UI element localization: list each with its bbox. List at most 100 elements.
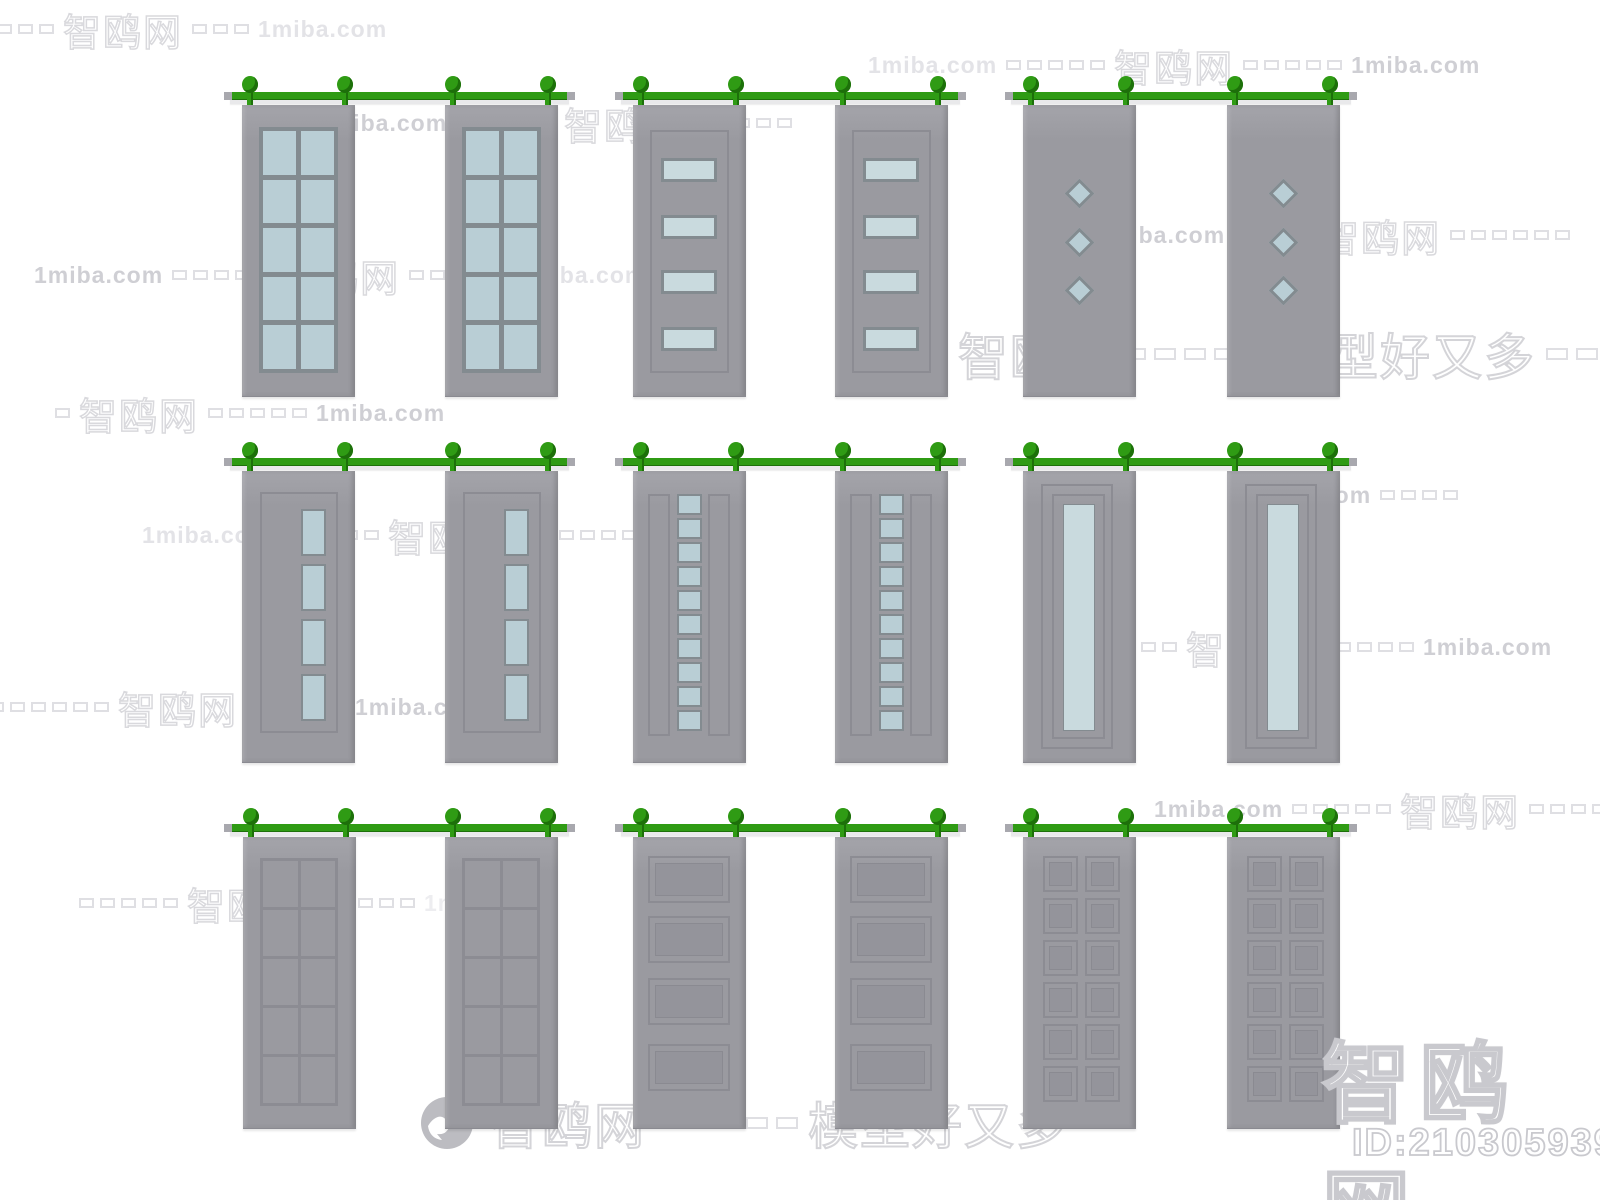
- panel-inner: [1091, 1030, 1114, 1054]
- glass-pane: [504, 228, 537, 272]
- recessed-side-panel: [708, 494, 730, 736]
- diamond-lite: [1064, 178, 1095, 209]
- recessed-square-panel: [1085, 982, 1120, 1018]
- panel-inner: [1049, 1030, 1072, 1054]
- glass-square-lite: [677, 542, 702, 563]
- panel-inner: [857, 985, 925, 1018]
- flat-panel: [465, 1008, 500, 1054]
- panel-inner: [655, 985, 723, 1018]
- glass-slot: [863, 270, 919, 294]
- recessed-outline: [1041, 484, 1113, 749]
- glass-vertical-lite: [504, 564, 529, 611]
- glass-pane: [466, 228, 499, 272]
- panel-inner: [1049, 862, 1072, 886]
- glass-square-lite: [879, 662, 904, 683]
- rail-end-cap: [224, 458, 232, 466]
- rail-bar: [1008, 824, 1354, 832]
- rail-end-cap: [1005, 458, 1013, 466]
- recessed-square-panel: [1289, 982, 1324, 1018]
- glass-slot: [863, 327, 919, 351]
- glass-full-panel: [1267, 504, 1299, 731]
- rail-end-cap: [567, 458, 575, 466]
- panel-inner: [1253, 988, 1276, 1012]
- flat-panel: [465, 1057, 500, 1103]
- panel-inner: [1253, 862, 1276, 886]
- door-hanger-roller: [1227, 442, 1243, 459]
- recessed-square-panel: [1043, 856, 1078, 892]
- rail-bar: [618, 824, 963, 832]
- panel-inner: [1295, 946, 1318, 970]
- rail-track-plate: [1011, 465, 1351, 470]
- rail-end-cap: [567, 92, 575, 100]
- site-logo-watermark: 智鸥网: [1321, 1034, 1519, 1200]
- flat-panel: [263, 861, 298, 907]
- door-hanger-roller: [930, 76, 946, 93]
- barn-door-fullview: [1227, 471, 1340, 763]
- glass-square-lite: [879, 494, 904, 515]
- glass-square-lite: [677, 662, 702, 683]
- glass-pane: [504, 179, 537, 224]
- door-hanger-roller: [1227, 76, 1243, 93]
- rail-end-cap: [567, 824, 575, 832]
- rail-bar: [1008, 92, 1354, 100]
- rail-track-plate: [621, 465, 960, 470]
- glass-pane: [263, 276, 296, 321]
- panel-inner: [1091, 946, 1114, 970]
- glass-square-lite: [677, 590, 702, 611]
- recessed-h-panel: [648, 856, 730, 903]
- door-hanger-roller: [445, 442, 461, 459]
- panel-inner: [1049, 1072, 1072, 1096]
- door-hanger-roller: [337, 442, 353, 459]
- glass-vertical-lite: [301, 509, 326, 556]
- barn-door-panelgrid10: [445, 837, 558, 1129]
- rail-end-cap: [1349, 458, 1357, 466]
- recessed-square-panel: [1247, 1066, 1282, 1102]
- glass-square-lite: [879, 614, 904, 635]
- glass-slot: [661, 215, 717, 239]
- recessed-outline: [260, 492, 338, 733]
- barn-door-hpanels4: [835, 837, 948, 1129]
- recessed-side-panel: [850, 494, 872, 736]
- glass-pane: [466, 131, 499, 175]
- recessed-square-panel: [1247, 1024, 1282, 1060]
- diamond-lite: [1268, 275, 1299, 306]
- door-hanger-roller: [633, 442, 649, 459]
- door-hanger-roller: [1322, 76, 1338, 93]
- panel-inner: [857, 923, 925, 956]
- panel-inner: [1253, 904, 1276, 928]
- glass-pane: [504, 325, 537, 369]
- recessed-square-panel: [1247, 856, 1282, 892]
- rail-bar: [227, 92, 572, 100]
- panel-inner: [1091, 862, 1114, 886]
- rail-end-cap: [1349, 824, 1357, 832]
- flat-panel: [300, 910, 335, 956]
- glass-square-lite: [677, 638, 702, 659]
- barn-door-vlites4: [445, 471, 558, 763]
- barn-door-squares12: [1023, 837, 1136, 1129]
- panel-grid-10: [462, 858, 540, 1106]
- panel-inner: [1253, 946, 1276, 970]
- recessed-h-panel: [648, 916, 730, 963]
- recessed-h-panel: [648, 1044, 730, 1091]
- recessed-square-panel: [1085, 898, 1120, 934]
- glass-vertical-lite: [504, 674, 529, 721]
- glass-pane: [301, 325, 334, 369]
- glass-slot: [863, 215, 919, 239]
- glass-pane: [466, 325, 499, 369]
- flat-panel: [300, 959, 335, 1005]
- barn-door-fullview: [1023, 471, 1136, 763]
- barn-door-panelgrid10: [243, 837, 356, 1129]
- door-hanger-roller: [338, 808, 354, 825]
- panel-inner: [1295, 1030, 1318, 1054]
- glass-vertical-lite: [301, 619, 326, 666]
- rail-bar: [1008, 458, 1354, 466]
- door-hanger-roller: [835, 442, 851, 459]
- barn-door-collites10: [633, 471, 746, 763]
- recessed-h-panel: [648, 978, 730, 1025]
- rail-bar: [227, 824, 572, 832]
- recessed-h-panel: [850, 978, 932, 1025]
- glass-pane: [466, 276, 499, 321]
- glass-pane: [263, 228, 296, 272]
- glass-square-lite: [677, 710, 702, 731]
- door-hanger-roller: [728, 808, 744, 825]
